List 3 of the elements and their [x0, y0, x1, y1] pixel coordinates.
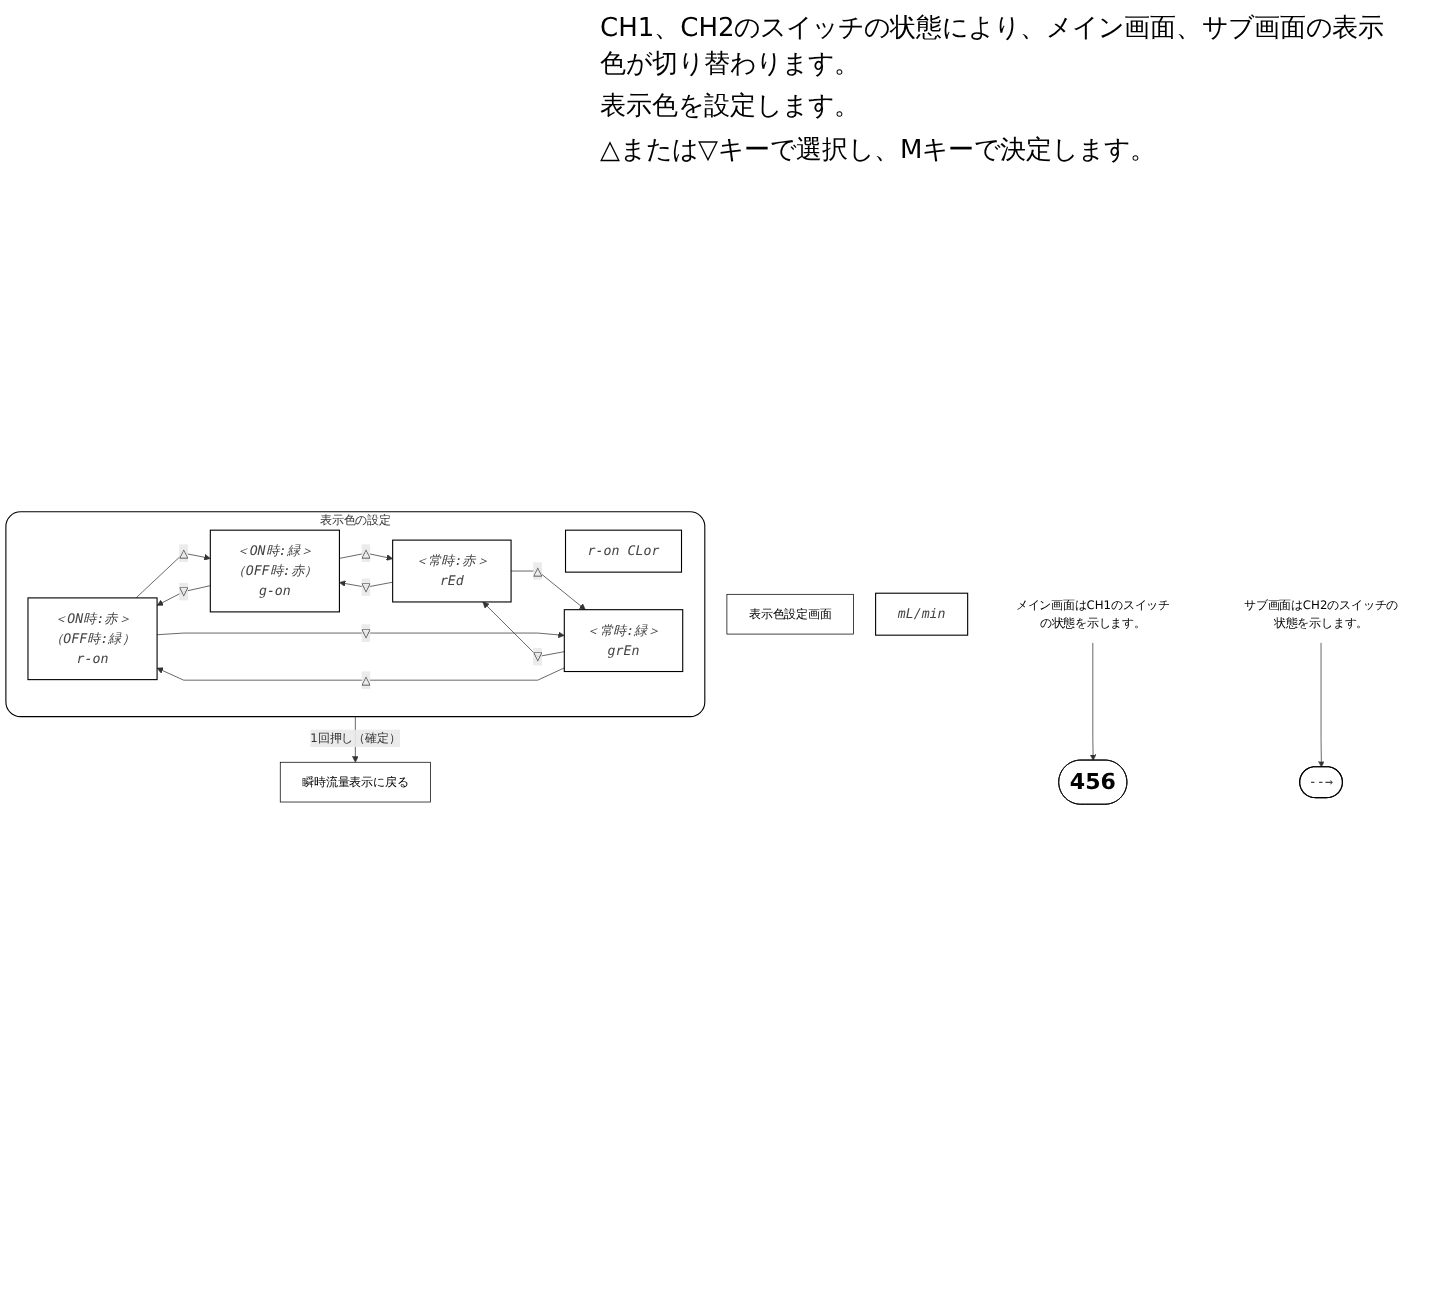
note-text: CH1、CH2のスイッチの状態により、メイン画面、サブ画面の表示色が切り替わります。 [600, 12, 1387, 83]
note-text: △または▽キーで選択し、Mキーで決定します。 [600, 133, 1159, 169]
note-text: 表示色を設定します。 [600, 90, 862, 126]
